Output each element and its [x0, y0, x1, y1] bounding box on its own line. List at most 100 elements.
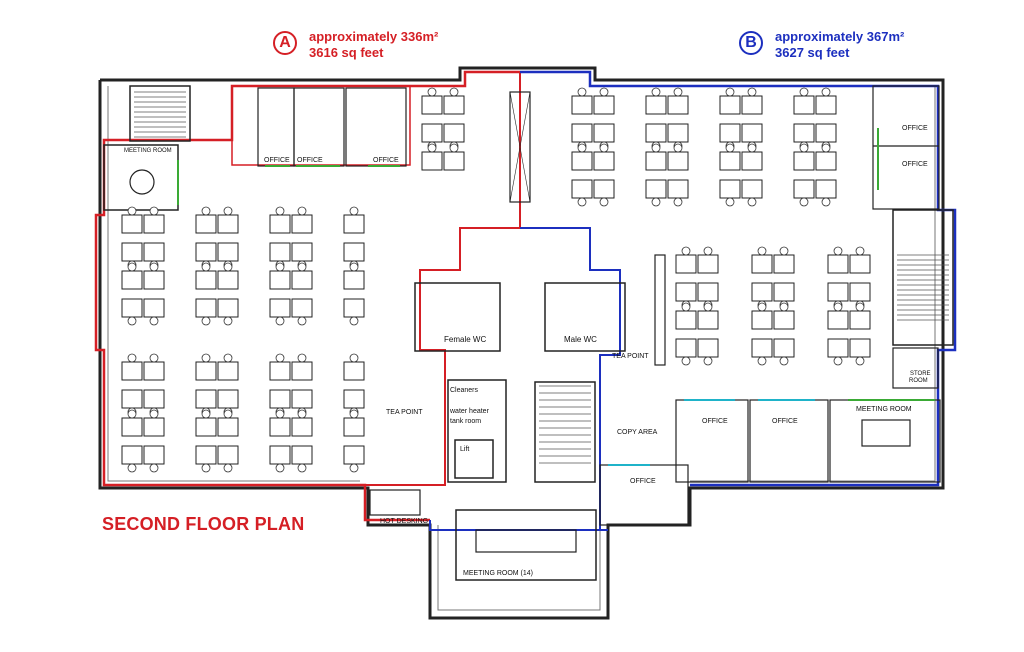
desk	[675, 338, 697, 358]
chair	[821, 87, 831, 97]
desk	[751, 254, 773, 274]
chair	[297, 316, 307, 326]
desk	[121, 417, 143, 437]
desk-cluster-a4	[343, 206, 365, 326]
chair	[681, 246, 691, 256]
desk	[849, 282, 871, 302]
storage-rail-east	[654, 254, 666, 366]
chair	[673, 197, 683, 207]
desk	[143, 214, 165, 234]
chair	[349, 262, 359, 272]
chair	[201, 353, 211, 363]
desk	[195, 445, 217, 465]
chair	[799, 197, 809, 207]
chair	[747, 143, 757, 153]
desk	[121, 298, 143, 318]
chair	[427, 143, 437, 153]
desk	[751, 310, 773, 330]
desk	[343, 389, 365, 409]
chair	[779, 302, 789, 312]
desk	[815, 95, 837, 115]
desk	[291, 270, 313, 290]
office-se-2	[749, 399, 829, 483]
desk-cluster-a8	[343, 353, 365, 473]
desk-cluster-b7	[827, 246, 871, 366]
desk	[815, 179, 837, 199]
desk	[827, 310, 849, 330]
desk	[443, 95, 465, 115]
chair	[349, 353, 359, 363]
desk	[773, 254, 795, 274]
chair	[681, 302, 691, 312]
desk	[667, 95, 689, 115]
desk	[269, 361, 291, 381]
chair	[127, 463, 137, 473]
desk	[421, 123, 443, 143]
desk	[343, 214, 365, 234]
chair	[349, 316, 359, 326]
desk	[793, 95, 815, 115]
desk	[421, 95, 443, 115]
desk	[121, 361, 143, 381]
zone-b-area-sqft: 3627 sq feet	[775, 45, 850, 60]
desk	[143, 389, 165, 409]
desk	[793, 179, 815, 199]
chair	[275, 206, 285, 216]
desk	[291, 417, 313, 437]
desk	[741, 123, 763, 143]
desk-cluster-a6	[195, 353, 239, 473]
chair	[725, 143, 735, 153]
chair	[799, 87, 809, 97]
desk	[773, 310, 795, 330]
room-label-office-se-1: OFFICE	[702, 418, 728, 425]
desk	[269, 298, 291, 318]
desk	[269, 389, 291, 409]
desk	[195, 298, 217, 318]
chair	[577, 143, 587, 153]
desk	[143, 270, 165, 290]
desk	[217, 361, 239, 381]
desk	[217, 214, 239, 234]
desk	[719, 151, 741, 171]
chair	[725, 197, 735, 207]
chair	[757, 246, 767, 256]
chair	[275, 463, 285, 473]
desk	[593, 179, 615, 199]
desk-cluster-a3	[269, 206, 313, 326]
chair	[297, 463, 307, 473]
desk	[697, 338, 719, 358]
zone-b-boundary-inner	[520, 227, 621, 531]
desk	[667, 123, 689, 143]
chair	[127, 409, 137, 419]
chair	[833, 246, 843, 256]
desk	[645, 123, 667, 143]
desk	[121, 242, 143, 262]
chair	[127, 262, 137, 272]
desk	[741, 179, 763, 199]
chair	[201, 316, 211, 326]
chair	[833, 302, 843, 312]
desk	[571, 151, 593, 171]
room-label-office-ne-2: OFFICE	[902, 161, 928, 168]
desk	[291, 298, 313, 318]
desk	[645, 151, 667, 171]
chair	[703, 356, 713, 366]
chair	[599, 143, 609, 153]
chair	[577, 87, 587, 97]
plan-title: SECOND FLOOR PLAN	[102, 514, 305, 534]
desk	[773, 282, 795, 302]
chair	[747, 197, 757, 207]
desk	[217, 389, 239, 409]
desk	[195, 242, 217, 262]
zone-a-office-boundary	[231, 86, 411, 166]
desk	[675, 254, 697, 274]
chair	[855, 302, 865, 312]
chair	[821, 197, 831, 207]
desk	[849, 310, 871, 330]
chair	[149, 206, 159, 216]
desk	[849, 254, 871, 274]
building-inner-wall	[107, 86, 360, 482]
desk-cluster-b5	[675, 246, 719, 366]
desk	[645, 179, 667, 199]
